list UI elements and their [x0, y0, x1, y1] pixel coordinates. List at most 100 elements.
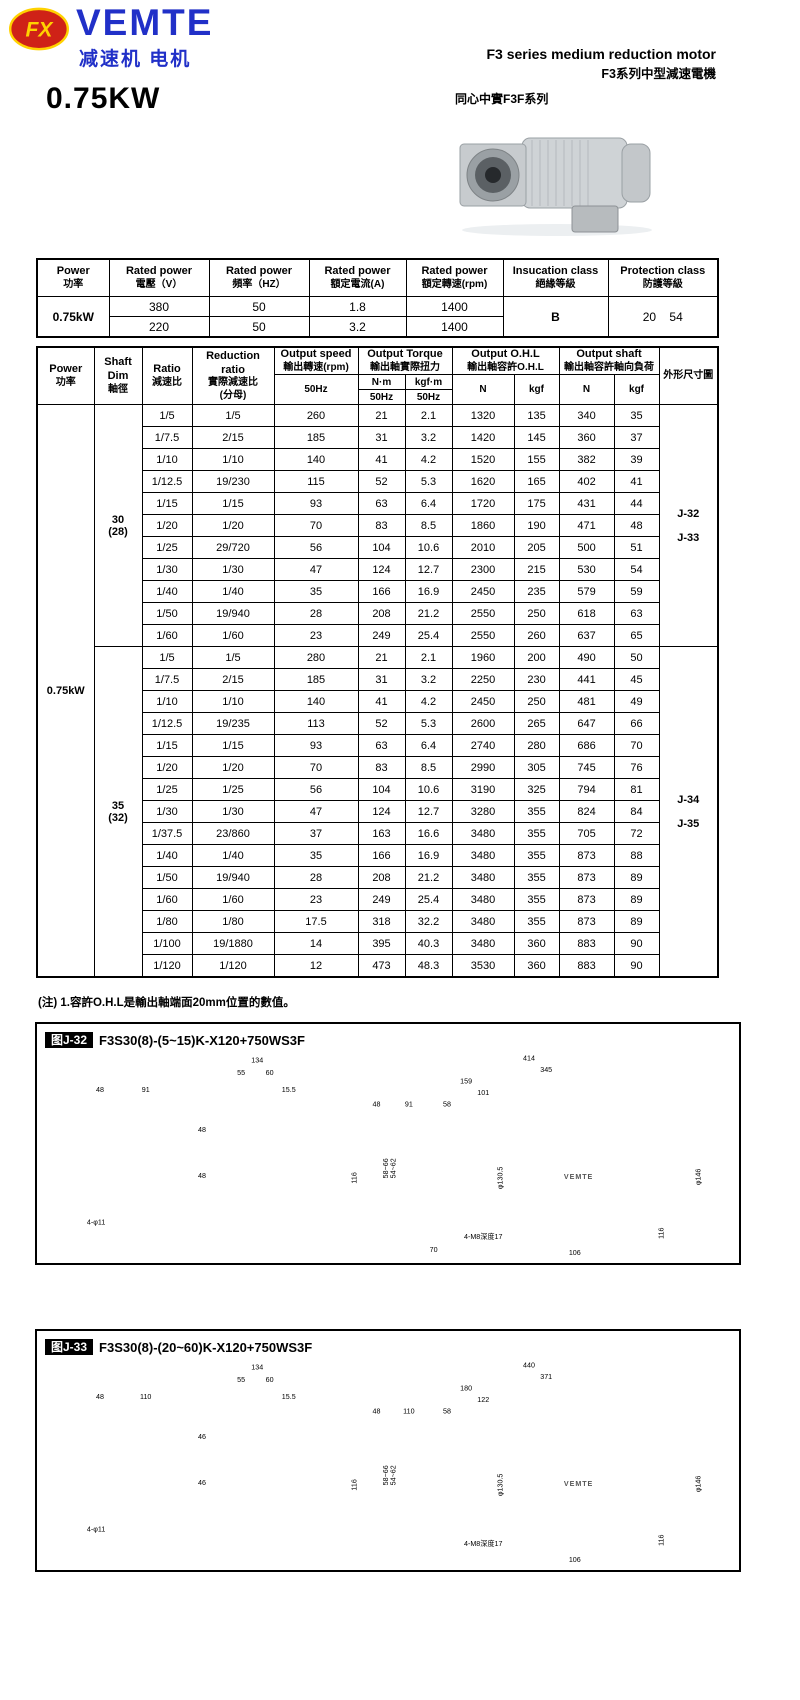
drawing-header: 图J-32 F3S30(8)-(5~15)K-X120+750WS3F — [37, 1030, 739, 1050]
sub-speed-50hz: 50Hz — [273, 374, 359, 406]
data-cell: 794 — [558, 778, 615, 802]
data-cell: 19/940 — [191, 602, 275, 626]
data-cell: 47 — [273, 558, 359, 582]
data-cell: 360 — [513, 954, 560, 978]
data-cell: 2600 — [451, 712, 515, 736]
data-cell: 6.4 — [404, 734, 453, 758]
data-cell: 50 — [208, 316, 310, 338]
data-cell: 1/7.5 — [141, 668, 193, 692]
sub-torque-nm: N·m — [357, 374, 406, 391]
data-cell: 52 — [357, 712, 406, 736]
data-cell: 44 — [613, 492, 660, 516]
data-cell: 8.5 — [404, 514, 453, 538]
data-cell: 2550 — [451, 624, 515, 648]
data-cell: 3280 — [451, 800, 515, 824]
data-cell: 19/940 — [191, 866, 275, 890]
data-cell: 104 — [357, 536, 406, 560]
figure-title: F3S30(8)-(5~15)K-X120+750WS3F — [99, 1032, 305, 1048]
dimension-label: φ146 — [695, 1476, 703, 1493]
data-cell: 1/10 — [191, 448, 275, 472]
data-cell: 166 — [357, 580, 406, 604]
spec-row: 0.75kW 380 50 1.8 1400 B 20 54 — [36, 296, 719, 338]
data-cell: 3190 — [451, 778, 515, 802]
data-cell: 8.5 — [404, 756, 453, 780]
data-cell: 3480 — [451, 844, 515, 868]
data-cell: 115 — [273, 470, 359, 494]
dimension-label: 110 — [403, 1408, 414, 1416]
data-cell: 280 — [273, 646, 359, 670]
data-cell: 1/20 — [191, 514, 275, 538]
data-cell: 355 — [513, 866, 560, 890]
data-cell: 265 — [513, 712, 560, 736]
data-cell: 56 — [273, 778, 359, 802]
dimension-label: 180 — [460, 1385, 472, 1393]
dimension-label: 58 — [443, 1408, 451, 1416]
dimension-label: 134 — [251, 1364, 263, 1372]
data-cell: 28 — [273, 602, 359, 626]
data-cell: 50 — [208, 296, 310, 317]
data-cell: 1400 — [405, 296, 504, 317]
data-cell: 1/5 — [191, 404, 275, 428]
data-cell: 65 — [613, 624, 660, 648]
dimension-label: 134 — [251, 1057, 263, 1065]
sub-axial-kgf: kgf — [613, 374, 660, 406]
data-cell: 2/15 — [191, 668, 275, 692]
data-cell: 250 — [513, 602, 560, 626]
data-cell: 37 — [613, 426, 660, 450]
data-cell: 12.7 — [404, 558, 453, 582]
data-cell: 1620 — [451, 470, 515, 494]
data-cell: 40.3 — [404, 932, 453, 956]
dimension-label: 91 — [142, 1086, 150, 1094]
data-cell: 1720 — [451, 492, 515, 516]
data-cell: 355 — [513, 888, 560, 912]
data-cell: 249 — [357, 888, 406, 912]
data-cell: 66 — [613, 712, 660, 736]
data-cell: 1/60 — [141, 624, 193, 648]
data-cell: 81 — [613, 778, 660, 802]
dimension-label: 371 — [540, 1373, 552, 1381]
data-cell: 1/12.5 — [141, 470, 193, 494]
dimension-label: 414 — [523, 1055, 535, 1063]
sub-ohl-kgf: kgf — [513, 374, 560, 406]
brand-subtitle: 减速机 电机 — [79, 49, 192, 70]
data-cell: 1/40 — [191, 580, 275, 604]
dimension-label: VEMTE — [564, 1173, 593, 1181]
data-cell: 190 — [513, 514, 560, 538]
data-cell: 873 — [558, 866, 615, 890]
dimension-label: 60 — [266, 1376, 274, 1384]
data-cell: 1/120 — [141, 954, 193, 978]
data-cell: 305 — [513, 756, 560, 780]
data-cell: 215 — [513, 558, 560, 582]
dimension-label: 116 — [657, 1535, 665, 1546]
data-cell: 395 — [357, 932, 406, 956]
data-cell: 51 — [613, 536, 660, 560]
data-cell: 25.4 — [404, 888, 453, 912]
data-cell: 59 — [613, 580, 660, 604]
data-cell: 530 — [558, 558, 615, 582]
drawing-box-j33: 图J-33 F3S30(8)-(20~60)K-X120+750WS3F — [35, 1329, 741, 1573]
series-label: 同心中實F3F系列 — [455, 92, 549, 106]
data-cell: 1/60 — [191, 624, 275, 648]
data-cell: 2.1 — [404, 646, 453, 670]
data-cell: 2450 — [451, 580, 515, 604]
dimension-label: 48 — [198, 1172, 206, 1180]
data-cell: 355 — [513, 822, 560, 846]
data-cell: 2300 — [451, 558, 515, 582]
data-cell: 1/50 — [141, 602, 193, 626]
data-cell: 19/235 — [191, 712, 275, 736]
data-cell: 48.3 — [404, 954, 453, 978]
data-cell: 89 — [613, 910, 660, 934]
